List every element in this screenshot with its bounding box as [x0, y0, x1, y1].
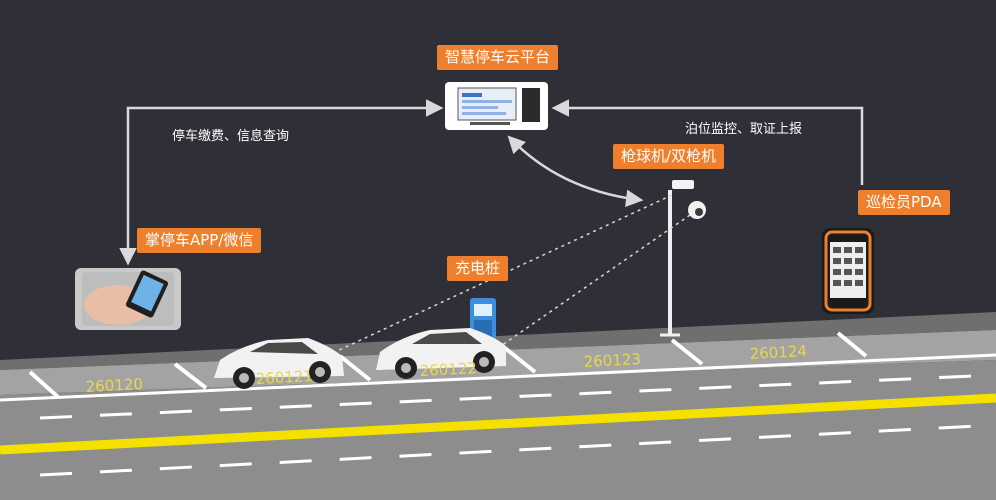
cloud-platform-label: 智慧停车云平台	[437, 45, 559, 70]
camera-pole	[660, 180, 706, 337]
space-number: 260121	[255, 367, 313, 388]
inspector-pda-label: 巡检员PDA	[858, 190, 950, 215]
flow-arrows	[119, 99, 864, 266]
pda-device	[822, 228, 874, 314]
parking-dividers	[28, 331, 868, 399]
space-number: 260124	[749, 342, 807, 363]
arrow-pda-to-platform	[551, 99, 864, 185]
phone-app-image	[75, 268, 181, 330]
camera-label: 枪球机/双枪机	[613, 144, 725, 169]
charging-pile-label: 充电桩	[447, 256, 509, 281]
payment-query-label: 停车缴费、信息查询	[172, 129, 290, 144]
camera-sight-lines	[334, 194, 691, 353]
lane-dashes	[39, 373, 996, 477]
space-number: 260123	[583, 350, 641, 371]
car-1	[214, 338, 344, 389]
app-wechat-label: 掌停车APP/微信	[137, 228, 262, 253]
arrow-platform-to-app	[119, 99, 444, 266]
computer-icon	[445, 82, 548, 130]
arrow-platform-camera	[507, 135, 644, 207]
car-2	[376, 328, 506, 379]
space-number: 260122	[419, 359, 477, 380]
parking-edge-line	[0, 353, 996, 402]
monitoring-label: 泊位监控、取证上报	[685, 122, 803, 137]
yellow-center-line	[0, 393, 996, 455]
space-number: 260120	[85, 375, 143, 396]
